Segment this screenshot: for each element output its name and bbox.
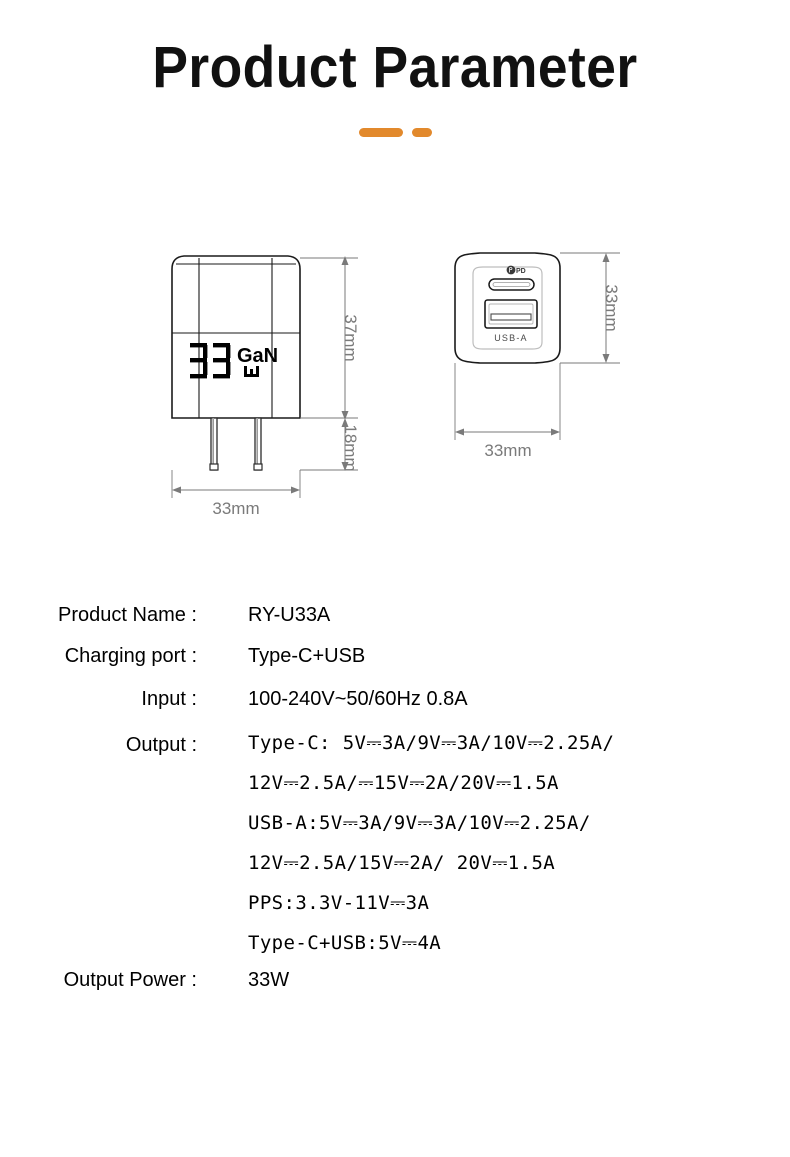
side-view-dimensions: 37mm 18mm 33mm bbox=[171, 256, 360, 518]
spec-row-output: Output : Type-C: 5V⎓3A/9V⎓3A/10V⎓2.25A/ … bbox=[0, 723, 790, 963]
pd-badge-icon: PD bbox=[506, 265, 526, 275]
output-line: 12V⎓2.5A/⎓15V⎓2A/20V⎓1.5A bbox=[248, 772, 559, 794]
spec-value-output-power: 33W bbox=[248, 969, 290, 991]
product-diagrams: GaN 37mm 18mm bbox=[0, 238, 790, 538]
divider-dash-long bbox=[358, 127, 403, 137]
dim-front-height-label: 33mm bbox=[602, 284, 621, 331]
output-line: Type-C: 5V⎓3A/9V⎓3A/10V⎓2.25A/ bbox=[248, 732, 615, 754]
spec-row-product-name: Product Name : RY-U33A bbox=[0, 596, 790, 637]
spec-label-output-power: Output Power : bbox=[63, 969, 197, 991]
dim-total-height-label: 37mm bbox=[341, 314, 360, 361]
spec-row-charging-port: Charging port : Type-C+USB bbox=[0, 637, 790, 678]
dim-side-width-label: 33mm bbox=[212, 499, 259, 518]
output-line: USB-A:5V⎓3A/9V⎓3A/10V⎓2.25A/ bbox=[248, 812, 591, 834]
display-digits bbox=[190, 343, 231, 379]
spec-label-input: Input : bbox=[141, 688, 197, 710]
output-line: Type-C+USB:5V⎓4A bbox=[248, 932, 442, 954]
page-header: Product Parameter bbox=[0, 35, 790, 137]
spec-row-output-power: Output Power : 33W bbox=[0, 963, 790, 1003]
spec-value-charging-port: Type-C+USB bbox=[248, 645, 366, 667]
dim-prong-height-label: 18mm bbox=[341, 424, 360, 471]
side-view-drawing: GaN bbox=[171, 255, 301, 471]
pd-badge-label: PD bbox=[516, 268, 526, 275]
display-unit-watt bbox=[244, 366, 259, 377]
spec-value-product-name: RY-U33A bbox=[248, 604, 331, 626]
spec-label-output: Output : bbox=[125, 734, 197, 756]
spec-label-product-name: Product Name : bbox=[58, 604, 197, 626]
spec-value-input: 100-240V~50/60Hz 0.8A bbox=[248, 688, 468, 710]
display-brand-text: GaN bbox=[237, 345, 278, 367]
dim-front-width-label: 33mm bbox=[484, 441, 531, 460]
spec-value-output: Type-C: 5V⎓3A/9V⎓3A/10V⎓2.25A/ 12V⎓2.5A/… bbox=[197, 723, 614, 963]
usb-a-label: USB-A bbox=[494, 333, 528, 343]
divider-dashes bbox=[0, 127, 790, 137]
spec-row-input: Input : 100-240V~50/60Hz 0.8A bbox=[0, 678, 790, 723]
specification-table: Product Name : RY-U33A Charging port : T… bbox=[0, 596, 790, 1003]
diagram-canvas: GaN 37mm 18mm bbox=[171, 252, 621, 518]
spec-label-charging-port: Charging port : bbox=[64, 645, 197, 667]
front-view-drawing: PD USB-A bbox=[454, 252, 561, 364]
divider-dash-short bbox=[411, 127, 432, 137]
page-title: Product Parameter bbox=[152, 35, 638, 100]
front-view-dimensions: 33mm 33mm bbox=[454, 252, 621, 460]
usb-c-port bbox=[488, 278, 535, 291]
usb-a-port bbox=[484, 299, 538, 329]
output-line: PPS:3.3V-11V⎓3A bbox=[248, 892, 430, 914]
output-line: 12V⎓2.5A/15V⎓2A/ 20V⎓1.5A bbox=[248, 852, 556, 874]
